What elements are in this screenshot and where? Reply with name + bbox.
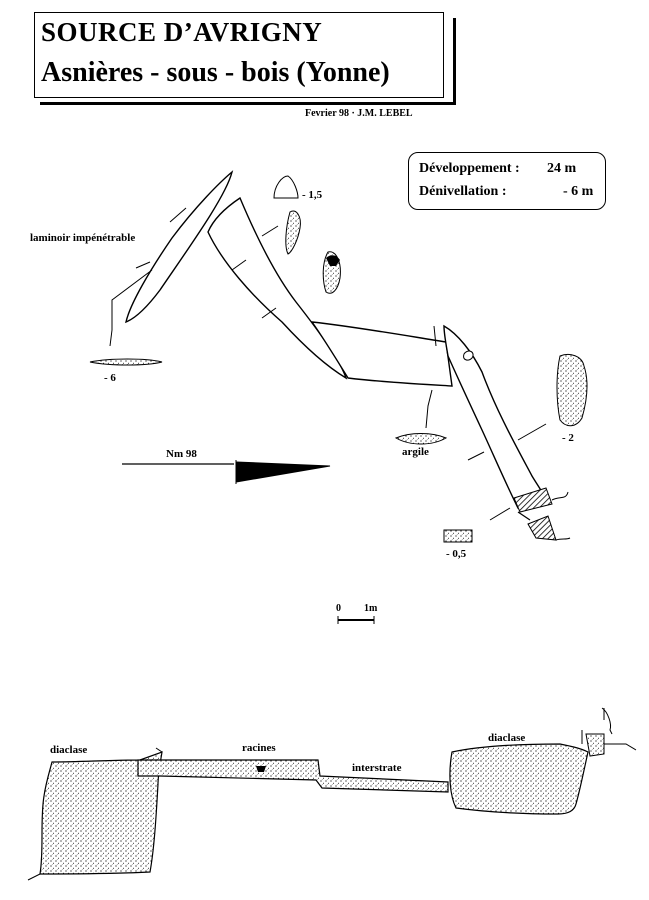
label-depth-2: - 2 — [562, 432, 574, 444]
plan-entrance-hatch-2 — [527, 515, 557, 541]
label-north: Nm 98 — [166, 448, 197, 460]
label-depth-6: - 6 — [104, 372, 116, 384]
development-row: Développement : 24 m — [419, 161, 576, 177]
plan-entrance-hatch — [513, 487, 553, 513]
label-racines: racines — [242, 742, 276, 754]
stats-box: Développement : 24 m Dénivellation : - 6 m — [408, 152, 606, 210]
label-diaclase-right: diaclase — [488, 732, 526, 744]
cave-location: Asnières - sous - bois (Yonne) — [41, 57, 390, 88]
label-depth-1-5: - 1,5 — [302, 189, 323, 201]
label-argile: argile — [402, 446, 429, 458]
scale-zero: 0 — [336, 603, 341, 614]
survey-credit: Fevrier 98 · J.M. LEBEL — [305, 108, 413, 119]
development-value: 24 m — [547, 161, 577, 176]
plan-gallery-right — [443, 324, 547, 509]
label-interstrate: interstrate — [352, 762, 402, 774]
profile-section — [27, 707, 637, 881]
plan-gallery-middle — [310, 321, 453, 387]
denivellation-label: Dénivellation : — [419, 184, 507, 199]
title-box: SOURCE D’AVRIGNY Asnières - sous - bois … — [34, 12, 444, 98]
section-minus-1-5 — [273, 175, 299, 199]
title-box-shadow — [40, 18, 456, 105]
plan-gallery-laminoir — [125, 170, 234, 324]
label-diaclase-left: diaclase — [50, 744, 88, 756]
section-minus-0-5 — [443, 529, 473, 543]
plan-section-ticks — [109, 207, 547, 521]
section-minus-6 — [89, 358, 163, 366]
label-laminoir: laminoir impénétrable — [30, 232, 136, 244]
north-arrow-icon — [235, 461, 331, 483]
denivellation-value: - 6 m — [563, 184, 594, 199]
section-minus-2 — [556, 353, 588, 427]
section-narrow-1 — [285, 210, 301, 255]
plan-gallery-upper — [207, 196, 348, 380]
denivellation-row: Dénivellation : - 6 m — [419, 184, 593, 200]
label-depth-0-5: - 0,5 — [446, 548, 467, 560]
cave-name: SOURCE D’AVRIGNY — [41, 17, 323, 47]
scale-one-meter: 1m — [364, 603, 378, 614]
scale-bar — [337, 616, 375, 624]
section-argile — [394, 433, 448, 445]
development-label: Développement : — [419, 161, 520, 176]
